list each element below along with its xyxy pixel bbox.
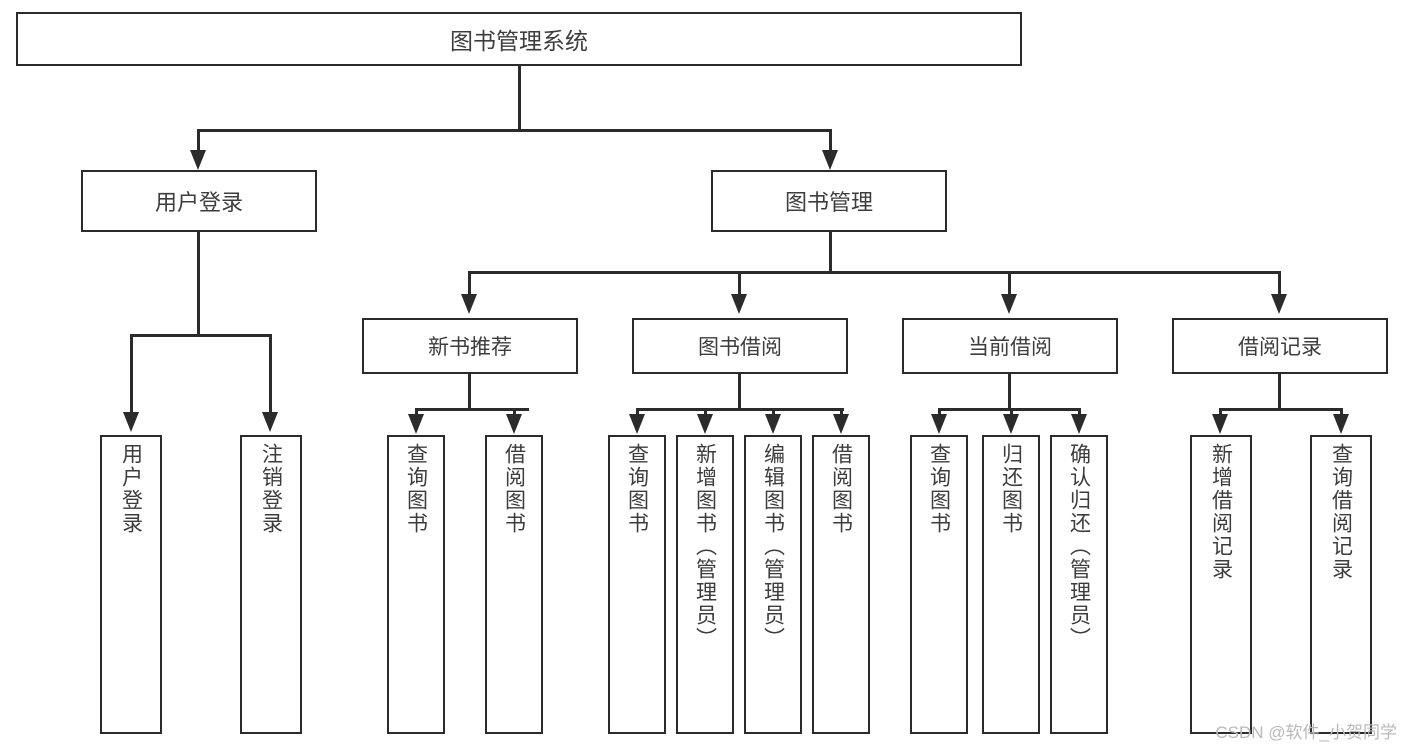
- leaf-current-return-book[interactable]: 归还图书: [982, 435, 1040, 734]
- connector-records-l1: [1219, 408, 1222, 416]
- arrow-current-l3: [1071, 414, 1087, 434]
- arrow-book-mgmt-c1: [461, 294, 477, 314]
- node-book-borrow[interactable]: 图书借阅: [632, 318, 848, 374]
- node-book-borrow-label: 图书借阅: [698, 336, 782, 359]
- node-root[interactable]: 图书管理系统: [16, 12, 1022, 66]
- leaf-current-confirm-return-admin[interactable]: 确认归还（管理员）: [1050, 435, 1108, 734]
- arrow-records-l2: [1333, 414, 1349, 434]
- leaf-current-query-book-label: 查询图书: [927, 443, 951, 535]
- arrow-root-to-user-login: [190, 150, 206, 170]
- node-user-login-label: 用户登录: [154, 190, 243, 215]
- arrow-root-to-book-mgmt: [822, 150, 838, 170]
- arrow-user-login-leaf2: [262, 412, 278, 432]
- connector-current-l1: [938, 408, 941, 416]
- connector-current-l2: [1010, 408, 1013, 416]
- connector-recommend-stem: [468, 374, 471, 411]
- connector-recommend-l2: [513, 408, 516, 416]
- leaf-logout[interactable]: 注销登录: [240, 435, 302, 734]
- arrow-current-l1: [931, 414, 947, 434]
- connector-current-bar: [938, 408, 1080, 411]
- connector-root-stem: [518, 66, 521, 131]
- connector-root-to-book-mgmt: [829, 129, 832, 155]
- connector-borrow-l4: [840, 408, 843, 416]
- connector-current-l3: [1078, 408, 1081, 416]
- arrow-user-login-leaf1: [123, 412, 139, 432]
- leaf-recommend-query-book[interactable]: 查询图书: [387, 435, 445, 734]
- leaf-records-query-record[interactable]: 查询借阅记录: [1310, 435, 1372, 734]
- arrow-borrow-l3: [765, 414, 781, 434]
- node-new-book-recommend[interactable]: 新书推荐: [362, 318, 578, 374]
- connector-root-bar: [197, 129, 832, 132]
- leaf-borrow-borrow-book[interactable]: 借阅图书: [812, 435, 870, 734]
- connector-borrow-l2: [704, 408, 707, 416]
- leaf-current-confirm-return-admin-label: 确认归还（管理员）: [1067, 443, 1091, 650]
- connector-user-login-leaf1: [130, 334, 133, 414]
- node-book-management-label: 图书管理: [784, 190, 873, 215]
- connector-book-mgmt-c3: [1008, 271, 1011, 297]
- arrow-book-mgmt-c3: [1001, 294, 1017, 314]
- node-root-label: 图书管理系统: [450, 28, 588, 54]
- connector-book-mgmt-c1: [468, 271, 471, 297]
- leaf-borrow-edit-book-admin[interactable]: 编辑图书（管理员）: [744, 435, 802, 734]
- leaf-borrow-query-book[interactable]: 查询图书: [608, 435, 666, 734]
- watermark: CSDN @软件_小贺同学: [1215, 723, 1397, 742]
- connector-user-login-bar: [130, 334, 272, 337]
- node-book-management[interactable]: 图书管理: [711, 170, 947, 232]
- arrow-records-l1: [1212, 414, 1228, 434]
- connector-recommend-bar: [415, 408, 529, 411]
- connector-borrow-stem: [738, 374, 741, 411]
- leaf-recommend-borrow-book-label: 借阅图书: [502, 443, 526, 535]
- arrow-current-l2: [1003, 414, 1019, 434]
- leaf-borrow-add-book-admin[interactable]: 新增图书（管理员）: [676, 435, 734, 734]
- node-borrow-records[interactable]: 借阅记录: [1172, 318, 1388, 374]
- connector-book-mgmt-stem: [829, 232, 832, 274]
- arrow-recommend-l1: [408, 414, 424, 434]
- connector-book-mgmt-bar: [468, 271, 1281, 274]
- connector-records-bar: [1219, 408, 1343, 411]
- connector-records-stem: [1278, 374, 1281, 411]
- connector-recommend-l1: [415, 408, 418, 416]
- leaf-logout-label: 注销登录: [259, 443, 283, 535]
- leaf-current-query-book[interactable]: 查询图书: [910, 435, 968, 734]
- connector-current-stem: [1008, 374, 1011, 411]
- leaf-recommend-borrow-book[interactable]: 借阅图书: [485, 435, 543, 734]
- connector-borrow-l1: [636, 408, 639, 416]
- arrow-recommend-l2: [506, 414, 522, 434]
- leaf-user-login-label: 用户登录: [119, 443, 143, 535]
- node-current-borrow[interactable]: 当前借阅: [902, 318, 1118, 374]
- arrow-borrow-l1: [629, 414, 645, 434]
- leaf-borrow-edit-book-admin-label: 编辑图书（管理员）: [761, 443, 785, 650]
- leaf-user-login[interactable]: 用户登录: [100, 435, 162, 734]
- arrow-borrow-l2: [697, 414, 713, 434]
- leaf-borrow-borrow-book-label: 借阅图书: [829, 443, 853, 535]
- connector-user-login-stem: [197, 232, 200, 337]
- connector-borrow-l3: [772, 408, 775, 416]
- connector-records-l2: [1340, 408, 1343, 416]
- connector-user-login-leaf2: [269, 334, 272, 414]
- arrow-book-mgmt-c4: [1271, 294, 1287, 314]
- node-current-borrow-label: 当前借阅: [968, 336, 1052, 359]
- arrow-borrow-l4: [833, 414, 849, 434]
- leaf-borrow-query-book-label: 查询图书: [625, 443, 649, 535]
- connector-borrow-bar: [636, 408, 844, 411]
- leaf-current-return-book-label: 归还图书: [999, 443, 1023, 535]
- arrow-book-mgmt-c2: [731, 294, 747, 314]
- leaf-records-query-record-label: 查询借阅记录: [1329, 443, 1353, 581]
- leaf-borrow-add-book-admin-label: 新增图书（管理员）: [693, 443, 717, 650]
- node-borrow-records-label: 借阅记录: [1238, 336, 1322, 359]
- leaf-recommend-query-book-label: 查询图书: [404, 443, 428, 535]
- connector-book-mgmt-c2: [738, 271, 741, 297]
- node-user-login[interactable]: 用户登录: [81, 170, 317, 232]
- connector-root-to-user-login: [197, 129, 200, 155]
- node-new-book-recommend-label: 新书推荐: [428, 336, 512, 359]
- leaf-records-add-record-label: 新增借阅记录: [1209, 443, 1233, 581]
- leaf-records-add-record[interactable]: 新增借阅记录: [1190, 435, 1252, 734]
- connector-book-mgmt-c4: [1278, 271, 1281, 297]
